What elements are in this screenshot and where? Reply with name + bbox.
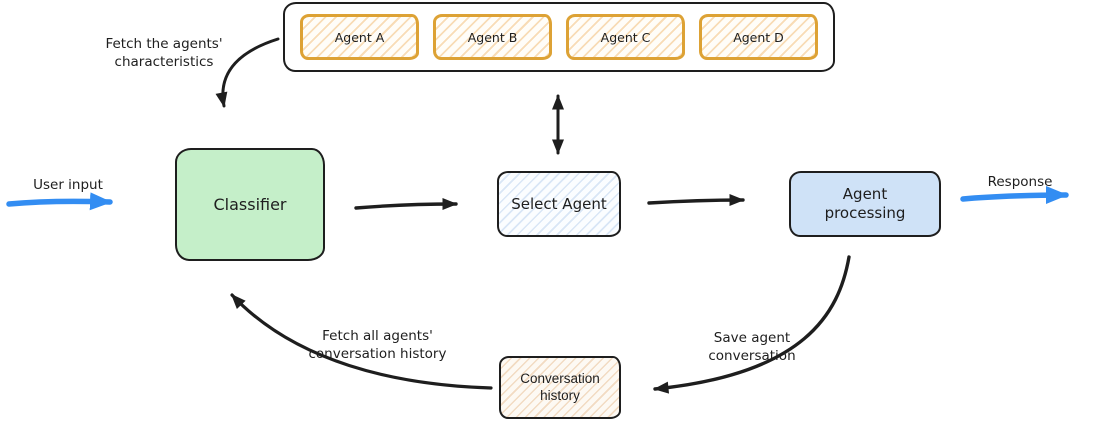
arrow-response [960,186,1069,205]
arrow-user-input [6,192,113,211]
arrow-classifier-to-select [354,198,458,211]
agent-a-node: Agent A [300,14,419,60]
agent-a-label: Agent A [334,29,385,45]
save-conversation-label: Save agent conversation [708,330,796,364]
user-input-label: User input [33,177,103,193]
agents-pool-container: Agent A Agent B Agent C Agent D [283,2,835,72]
conversation-history-node: Conversation history [499,356,621,419]
select-agent-label: Select Agent [511,194,607,213]
response-label: Response [987,174,1053,190]
conversation-history-label: Conversation history [520,370,600,403]
agent-c-label: Agent C [600,29,651,45]
arrow-select-to-processing [647,194,745,207]
fetch-characteristics-label: Fetch the agents' characteristics [105,36,223,70]
agent-processing-node: Agent processing [789,171,941,237]
classifier-node: Classifier [175,148,325,261]
agent-c-node: Agent C [566,14,685,60]
agent-d-node: Agent D [699,14,818,60]
agent-b-node: Agent B [433,14,552,60]
arrow-save-conversation [653,255,851,394]
agent-processing-label: Agent processing [824,185,906,222]
agent-b-label: Agent B [467,29,518,45]
select-agent-node: Select Agent [497,171,621,237]
fetch-history-label: Fetch all agents' conversation history [308,328,447,362]
agent-d-label: Agent D [733,29,784,45]
classifier-label: Classifier [213,194,287,214]
